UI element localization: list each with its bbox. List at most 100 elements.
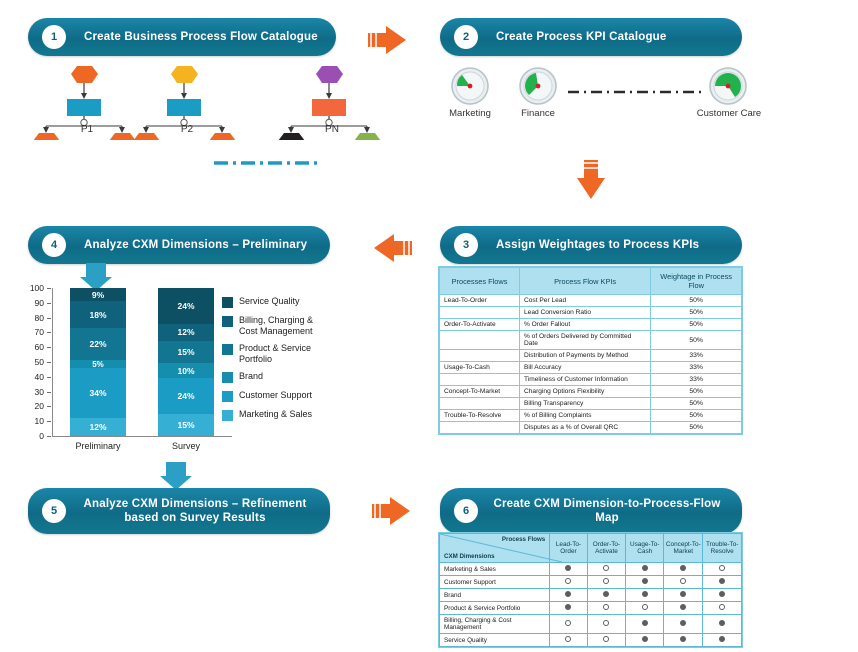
cell-weight: 50% (650, 409, 742, 422)
y-tick-label: 50 (34, 357, 44, 367)
matrix-cell (549, 633, 588, 647)
process-flow-pn: PN (277, 64, 387, 150)
cell-kpi: Bill Accuracy (518, 361, 652, 374)
arrow-head-icon (81, 93, 87, 99)
matrix-cell (586, 633, 627, 647)
filled-dot-icon (719, 591, 726, 597)
step-number-badge: 1 (42, 25, 66, 49)
cell-weight: 50% (650, 318, 742, 331)
column-header-processes-flows: Processes Flows (439, 267, 520, 295)
step-header-5[interactable]: 5 Analyze CXM Dimensions – Refinement ba… (28, 488, 330, 534)
step-header-1[interactable]: 1 Create Business Process Flow Catalogue (28, 18, 336, 56)
segment-product-service: 15% (158, 341, 214, 364)
matrix-cell (702, 633, 742, 647)
cell-weight: 33% (650, 361, 742, 374)
step-number-badge: 5 (42, 499, 66, 523)
matrix-cell (549, 575, 588, 589)
cell-weight: 50% (650, 385, 742, 398)
kpi-weightage-table: Processes Flows Process Flow KPIs Weight… (439, 267, 742, 434)
cell-weight: 50% (650, 330, 742, 350)
legend-item: Billing, Charging & Cost Management (222, 315, 332, 336)
hollow-dot-icon (719, 565, 726, 571)
segment-customer-support: 34% (70, 367, 126, 419)
y-tick-label: 80 (34, 312, 44, 323)
matrix-cell (702, 562, 742, 576)
step-header-6[interactable]: 6 Create CXM Dimension-to-Process-Flow M… (440, 488, 742, 534)
top-hexagon-icon (171, 66, 198, 83)
cell-kpi: % Order Fallout (518, 318, 652, 331)
matrix-cell (663, 575, 704, 589)
cell-kpi: % of Billing Complaints (518, 409, 652, 422)
arrow-head-icon (181, 93, 187, 99)
step-header-3[interactable]: 3 Assign Weightages to Process KPIs (440, 226, 742, 264)
hollow-dot-icon (603, 565, 610, 571)
matrix-cell (586, 575, 627, 589)
gauge-label: Customer Care (696, 108, 762, 119)
step-title: Analyze CXM Dimensions – Refinement base… (83, 497, 307, 524)
arrow-step1-to-step2-icon (368, 26, 406, 54)
matrix-column-header: Order-To-Activate (586, 533, 627, 563)
legend-swatch-icon (222, 297, 233, 308)
legend-label: Billing, Charging & Cost Management (239, 315, 314, 336)
y-tick-label: 0 (39, 431, 44, 441)
column-header-process-flow-kpis: Process Flow KPIs (518, 267, 652, 295)
legend-label: Service Quality (239, 296, 300, 306)
filled-dot-icon (565, 565, 572, 571)
step-header-4[interactable]: 4 Analyze CXM Dimensions – Preliminary (28, 226, 330, 264)
cell-kpi: % of Orders Delivered by Committed Date (518, 330, 652, 350)
legend-swatch-icon (222, 372, 233, 383)
legend-label: Customer Support (239, 390, 313, 400)
matrix-cell (663, 562, 704, 576)
hollow-dot-icon (680, 578, 687, 584)
filled-dot-icon (719, 636, 726, 642)
legend-item: Service Quality (222, 296, 332, 308)
cell-kpi: Distribution of Payments by Method (518, 349, 652, 362)
bar-category-label: Preliminary (75, 441, 121, 451)
filled-dot-icon (680, 591, 687, 597)
process-box-icon (167, 99, 201, 116)
legend-swatch-icon (222, 316, 233, 327)
matrix-row-label: Product & Service Portfolio (438, 601, 551, 615)
cell-weight: 33% (650, 349, 742, 362)
matrix-column-header: Trouble-To-Resolve (702, 533, 742, 563)
gauge-label: Marketing (449, 108, 491, 119)
matrix-column-header: Usage-To-Cash (625, 533, 665, 563)
chart-legend: Service Quality Billing, Charging & Cost… (222, 296, 332, 428)
segment-service-quality: 9% (70, 288, 126, 302)
legend-item: Marketing & Sales (222, 409, 332, 421)
arrow-step3-to-step4-icon (374, 234, 412, 262)
step-number-badge: 2 (454, 25, 478, 49)
cxm-dimensions-stacked-bar-chart: 100 90 80 70 60 50 40 30 20 10 0 9% 18% … (22, 284, 332, 463)
cell-kpi: Lead Conversion Ratio (518, 306, 652, 319)
step-number-badge: 4 (42, 233, 66, 257)
matrix-row-label: Customer Support (438, 575, 551, 589)
cell-weight: 50% (650, 421, 742, 434)
y-tick-label: 30 (34, 386, 44, 397)
dashed-connector (568, 90, 706, 94)
matrix-row-label: Billing, Charging & Cost Management (438, 614, 551, 634)
step-title: Create CXM Dimension-to-Process-Flow Map (493, 497, 721, 524)
y-tick-label: 40 (34, 371, 44, 382)
chart-outflow-marker-icon (160, 462, 192, 490)
chart-x-axis (52, 436, 232, 437)
cell-weight: 50% (650, 294, 742, 307)
process-flow-label: P2 (180, 124, 194, 135)
step-title: Assign Weightages to Process KPIs (496, 238, 700, 251)
cell-weight: 33% (650, 373, 742, 386)
hollow-dot-icon (641, 604, 648, 610)
hollow-dot-icon (719, 604, 726, 610)
filled-dot-icon (680, 565, 687, 571)
matrix-cell (663, 588, 704, 602)
y-tick-label: 10 (34, 416, 44, 427)
matrix-row-label: Marketing & Sales (438, 562, 551, 576)
process-flow-p1: P1 (32, 64, 142, 150)
table-row: Customer Support (438, 575, 742, 589)
step-header-2[interactable]: 2 Create Process KPI Catalogue (440, 18, 742, 56)
